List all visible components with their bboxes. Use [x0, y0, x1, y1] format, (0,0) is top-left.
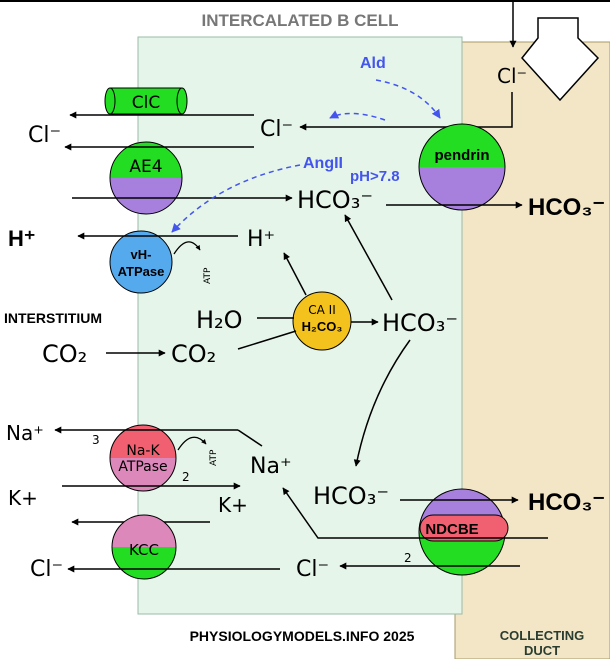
- ae4-exchanger: AE4: [109, 141, 183, 215]
- pendrin-label: pendrin: [435, 147, 490, 164]
- na-k-atpase-pump: Na-K ATPase: [109, 424, 177, 492]
- intracell-cl-label: Cl⁻: [260, 117, 293, 142]
- nak-label-line2: ATPase: [118, 459, 167, 475]
- vh-atpase-pump: vH- ATPase: [109, 230, 173, 294]
- intracell-hco3-mid-label: HCO₃⁻: [382, 309, 458, 337]
- nak-atp-curve: [177, 436, 207, 451]
- intracell-hco3-top-label: HCO₃⁻: [297, 186, 373, 214]
- nak-label-line1: Na-K: [126, 443, 160, 459]
- intracell-co2-label: CO₂: [171, 340, 216, 368]
- ndcbe-label: NDCBE: [425, 521, 478, 538]
- ndcbe-stoich-2: 2: [404, 551, 412, 565]
- ald-regulation-arrow: [375, 79, 441, 119]
- hco3-mid-to-top-arrow: [344, 214, 393, 301]
- ca2-label-line2: H₂CO₃: [302, 319, 343, 334]
- vhatpase-label-line2: ATPase: [118, 264, 165, 279]
- vhatpase-atp-curve: [173, 241, 201, 255]
- nak-stoich-3: 3: [92, 433, 100, 447]
- interstitial-na-label: Na⁺: [6, 421, 44, 445]
- lumen-hco3-top-label: HCO₃⁻: [528, 194, 605, 221]
- clc-channel: ClC: [104, 87, 188, 115]
- interstitial-cl-label-bottom: Cl⁻: [30, 557, 63, 582]
- cl-from-pendrin-arrow: [299, 92, 513, 131]
- kcc-cotransporter: KCC: [111, 514, 177, 580]
- apical-cl-label: Cl⁻: [497, 64, 527, 88]
- interstitial-cl-label-top: Cl⁻: [28, 123, 61, 148]
- credit-label: PHYSIOLOGYMODELS.INFO 2025: [190, 628, 415, 644]
- duct-pentagon-shape: [521, 17, 600, 102]
- ae4-label: AE4: [129, 157, 162, 177]
- hco3-mid-to-bottom-arrow: [353, 339, 411, 467]
- ca2-label-line1: CA II: [308, 303, 335, 317]
- interstitium-label: INTERSTITIUM: [4, 310, 102, 326]
- intracell-hco3-bottom-label: HCO₃⁻: [313, 482, 389, 510]
- clc-label: ClC: [132, 93, 160, 113]
- vhatpase-label-line1: vH-: [131, 247, 152, 262]
- ndcbe-exchanger: NDCBE: [418, 488, 509, 576]
- collecting-duct-label-line2: DUCT: [524, 643, 560, 658]
- ph-label: pH>7.8: [350, 168, 400, 185]
- intracell-cl-label-bottom: Cl⁻: [296, 557, 329, 582]
- intracell-k-label: K+: [218, 493, 248, 517]
- interstitial-co2-label: CO₂: [42, 340, 87, 368]
- kcc-label: KCC: [129, 541, 159, 559]
- intracell-na-label: Na⁺: [250, 454, 292, 479]
- carbonic-anhydrase: CA II H₂CO₃: [292, 291, 352, 351]
- angii-vhatpase-arrow: [171, 164, 301, 233]
- collecting-duct-label-line1: COLLECTING: [500, 628, 585, 643]
- nak-atp-label: ATP: [209, 449, 219, 466]
- interstitial-k-label: K+: [8, 486, 38, 510]
- nak-stoich-2: 2: [182, 470, 190, 484]
- pendrin-exchanger: pendrin: [418, 123, 506, 211]
- ndcbe-na-influx-arrow: [282, 487, 548, 539]
- diagram-title: INTERCALATED B CELL: [201, 11, 398, 30]
- lumen-hco3-bottom-label: HCO₃⁻: [528, 489, 605, 516]
- h2o-label: H₂O: [196, 306, 243, 334]
- na-to-nak-connector: [237, 429, 263, 447]
- ald-label: Ald: [360, 55, 386, 72]
- ca2-to-h-arrow: [283, 252, 307, 296]
- angii-label: AngII: [303, 155, 343, 172]
- interstitial-h-label: H⁺: [8, 226, 36, 251]
- co2-to-ca2-line: [237, 330, 297, 350]
- vhatpase-atp-label: ATP: [203, 267, 213, 284]
- intracell-h-label: H⁺: [247, 227, 275, 252]
